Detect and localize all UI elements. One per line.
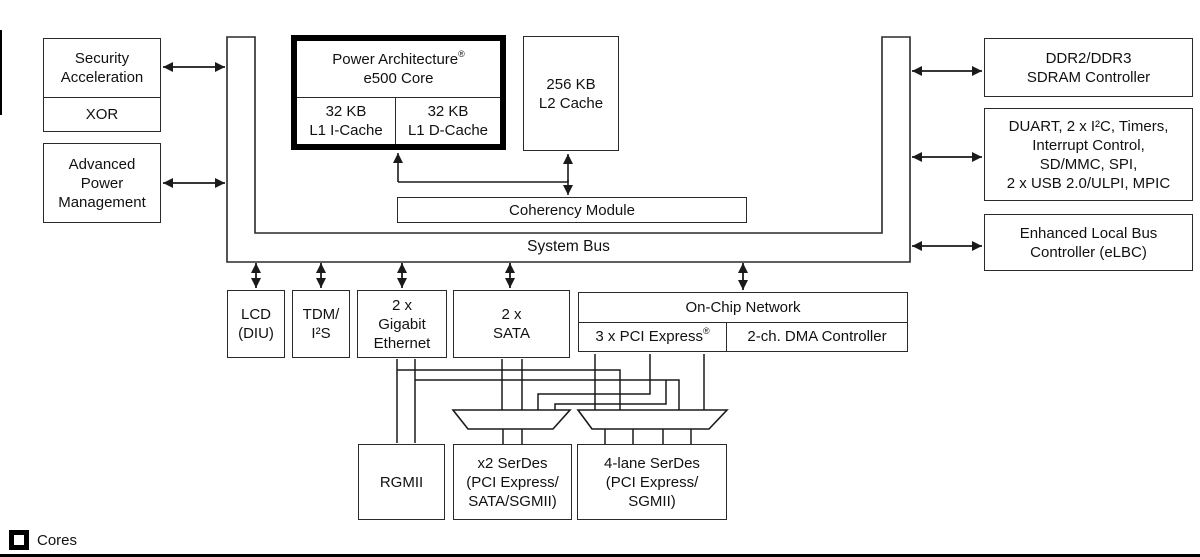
box-label: Coherency Module xyxy=(509,201,635,219)
coherency-module-box: Coherency Module xyxy=(397,197,747,223)
security-acceleration-cell: Security Acceleration xyxy=(44,39,160,97)
system-bus-label: System Bus xyxy=(255,235,882,259)
box-label: SGMII) xyxy=(628,492,676,510)
rgmii-box: RGMII xyxy=(358,444,445,520)
x2-serdes-box: x2 SerDes (PCI Express/ SATA/SGMII) xyxy=(453,444,572,520)
box-label: DDR2/DDR3 xyxy=(1045,49,1132,67)
on-chip-network-box: On-Chip Network 3 x PCI Express® 2-ch. D… xyxy=(578,292,908,352)
wire-eth2-sgmii-4lane-mux xyxy=(415,379,680,410)
4lane-serdes-box: 4-lane SerDes (PCI Express/ SGMII) xyxy=(577,444,727,520)
box-label: DUART, 2 x I²C, Timers, xyxy=(1008,117,1169,135)
box-label: 3 x PCI Express xyxy=(595,328,703,346)
box-label: L1 I-Cache xyxy=(309,122,383,139)
cores-legend-swatch xyxy=(9,530,29,550)
box-label: 2 x xyxy=(501,306,522,323)
security-acceleration-box: Security Acceleration XOR xyxy=(43,38,161,132)
box-label: 2 x xyxy=(391,296,412,314)
box-label: 2-ch. DMA Controller xyxy=(747,328,887,346)
tdm-i2s-box: TDM/ I²S xyxy=(292,290,350,358)
box-label: RGMII xyxy=(379,473,424,491)
box-label: Enhanced Local Bus xyxy=(1019,224,1158,242)
box-label: LCD xyxy=(240,306,271,323)
sata-box: 2 x SATA xyxy=(453,290,570,358)
core-title: Power Architecture xyxy=(332,51,459,68)
system-bus-band xyxy=(226,36,911,263)
box-label: On-Chip Network xyxy=(685,298,801,316)
box-label: TDM/ xyxy=(302,306,340,323)
box-label: 2 x USB 2.0/ULPI, MPIC xyxy=(1006,174,1171,192)
ddr-sdram-controller-box: DDR2/DDR3 SDRAM Controller xyxy=(984,38,1193,97)
wire-eth2-sgmii-x2-mux xyxy=(554,380,667,410)
box-label: SDRAM Controller xyxy=(1026,68,1151,86)
box-label: I²S xyxy=(311,325,331,342)
l1-dcache-cell: 32 KB L1 D-Cache xyxy=(395,98,500,144)
pci-express-cell: 3 x PCI Express® xyxy=(579,323,726,352)
advanced-power-management-box: Advanced Power Management xyxy=(43,143,161,223)
cores-legend-label: Cores xyxy=(37,531,78,549)
core-title-line2: e500 Core xyxy=(363,70,434,87)
page-edge-artifact-left xyxy=(0,30,2,115)
wire-eth1-sgmii-4lane-mux xyxy=(397,369,621,410)
box-label: (DIU) xyxy=(238,325,274,342)
legend: Cores xyxy=(9,530,77,550)
box-label: Interrupt Control, xyxy=(1032,136,1145,154)
box-label: Advanced xyxy=(68,155,136,173)
core-title-cell: Power Architecture® e500 Core xyxy=(297,41,500,98)
box-label: 32 KB xyxy=(325,103,367,120)
box-label: System Bus xyxy=(527,238,610,255)
mux-trapezoid-x2-serdes xyxy=(451,409,572,430)
box-label: SATA xyxy=(493,325,530,342)
registered-mark: ® xyxy=(702,326,710,337)
box-label: Ethernet xyxy=(373,334,431,352)
l1-icache-cell: 32 KB L1 I-Cache xyxy=(297,98,395,144)
lcd-diu-box: LCD (DIU) xyxy=(227,290,285,358)
box-label: 256 KB xyxy=(546,75,596,93)
box-label: (PCI Express/ xyxy=(466,473,559,491)
box-label: Gigabit xyxy=(378,315,426,333)
box-label: 32 KB xyxy=(427,103,469,120)
elbc-box: Enhanced Local Bus Controller (eLBC) xyxy=(984,214,1193,271)
box-label: 4-lane SerDes xyxy=(604,454,700,472)
on-chip-network-header: On-Chip Network xyxy=(579,293,907,323)
box-label: Acceleration xyxy=(60,68,144,86)
dma-controller-cell: 2-ch. DMA Controller xyxy=(726,322,907,351)
registered-mark: ® xyxy=(458,49,465,59)
box-label: SATA/SGMII) xyxy=(468,492,557,510)
box-label: L2 Cache xyxy=(538,94,604,112)
wire-pcie3-x2-mux xyxy=(537,354,651,410)
box-label: Power xyxy=(80,174,124,192)
mux-trapezoid-4lane-serdes xyxy=(576,409,729,430)
box-label: L1 D-Cache xyxy=(407,122,489,139)
box-label: Controller (eLBC) xyxy=(1030,243,1147,261)
box-label: x2 SerDes xyxy=(477,454,548,472)
box-label: (PCI Express/ xyxy=(605,473,699,491)
xor-cell: XOR xyxy=(44,96,160,132)
box-label: Security xyxy=(74,49,130,67)
box-label: XOR xyxy=(85,105,119,123)
gigabit-ethernet-box: 2 x Gigabit Ethernet xyxy=(357,290,447,358)
e500-core-box: Power Architecture® e500 Core 32 KB L1 I… xyxy=(291,35,506,150)
box-label: Management xyxy=(58,193,146,211)
page-edge-artifact-bottom xyxy=(0,554,1200,557)
box-label: SD/MMC, SPI, xyxy=(1039,155,1138,173)
peripherals-box: DUART, 2 x I²C, Timers, Interrupt Contro… xyxy=(984,108,1193,201)
l2-cache-box: 256 KB L2 Cache xyxy=(523,36,619,151)
